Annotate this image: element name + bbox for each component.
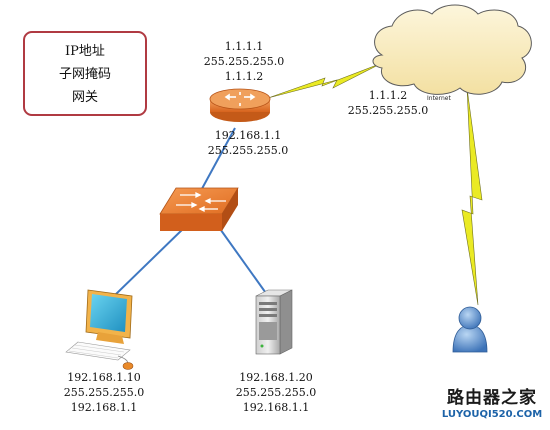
server-mask: 255.255.255.0 — [235, 386, 317, 399]
router-wan-gateway: 1.1.1.2 — [224, 70, 264, 83]
router-lan-labels: 192.168.1.1 255.255.255.0 — [196, 128, 300, 158]
link-switch-pc — [113, 225, 187, 297]
switch-icon — [159, 187, 239, 231]
pc-ip: 192.168.1.10 — [67, 371, 141, 384]
cloud-label: Internet — [427, 95, 451, 102]
legend-box: IP地址 子网掩码 网关 — [23, 31, 147, 116]
internet-cloud — [372, 4, 532, 95]
isp-mask: 255.255.255.0 — [347, 104, 429, 117]
router-lan-mask: 255.255.255.0 — [207, 144, 289, 157]
link-switch-server — [217, 225, 269, 297]
link-router-switch — [197, 127, 236, 197]
user-icon — [452, 306, 488, 353]
server-icon — [255, 289, 293, 355]
pc-labels: 192.168.1.10 255.255.255.0 192.168.1.1 — [56, 370, 152, 415]
lightning-cloud-user — [461, 87, 483, 306]
watermark-logo: 路由器之家 LUYOUQI520.COM — [437, 388, 547, 426]
links — [113, 127, 269, 297]
router-wan-labels: 1.1.1.1 255.255.255.0 1.1.1.2 — [196, 39, 292, 84]
watermark-url: LUYOUQI520.COM — [441, 409, 543, 420]
pc-mask: 255.255.255.0 — [63, 386, 145, 399]
router-wan-mask: 255.255.255.0 — [203, 55, 285, 68]
router-wan-ip: 1.1.1.1 — [224, 40, 264, 53]
server-labels: 192.168.1.20 255.255.255.0 192.168.1.1 — [228, 370, 324, 415]
router-lan-ip: 192.168.1.1 — [214, 129, 282, 142]
router-icon — [209, 88, 271, 122]
watermark-title: 路由器之家 — [447, 388, 537, 408]
legend-ip-address: IP地址 — [65, 44, 105, 59]
isp-labels: 1.1.1.2 255.255.255.0 — [344, 88, 432, 118]
pc-gateway: 192.168.1.1 — [70, 401, 138, 414]
legend-gateway: 网关 — [71, 90, 98, 105]
pc-icon — [65, 289, 134, 370]
server-ip: 192.168.1.20 — [239, 371, 313, 384]
server-gateway: 192.168.1.1 — [242, 401, 310, 414]
isp-ip: 1.1.1.2 — [368, 89, 408, 102]
legend-subnet-mask: 子网掩码 — [58, 67, 111, 82]
